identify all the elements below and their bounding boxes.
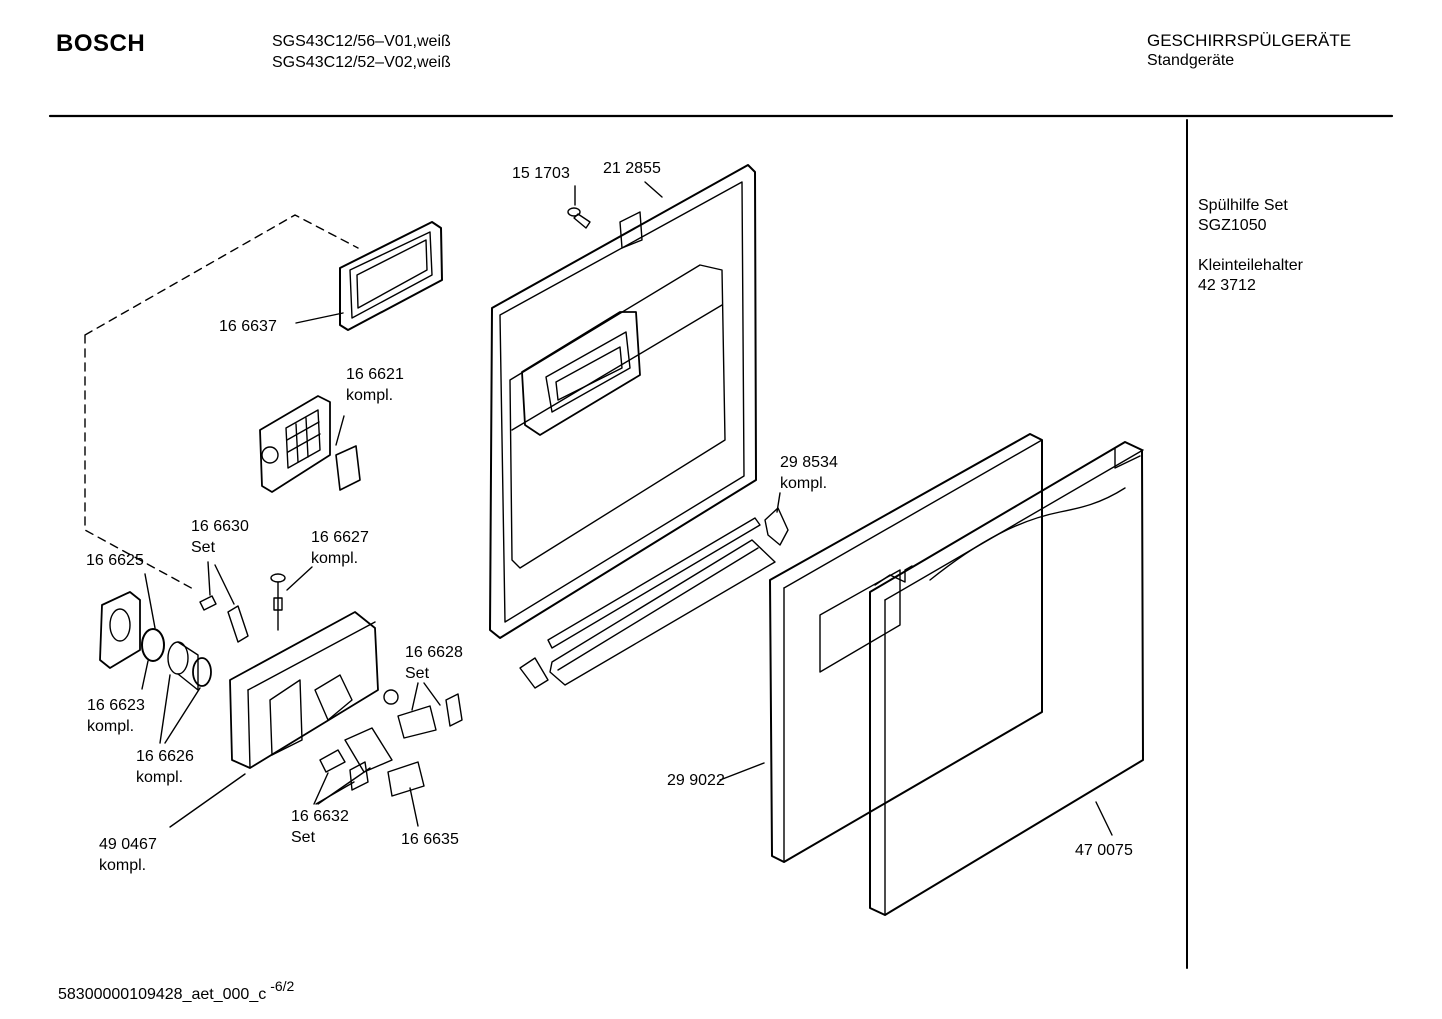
accessory-1-name: Spülhilfe Set — [1198, 197, 1288, 214]
callout-166623-qualifier: kompl. — [87, 718, 135, 735]
part-spring-166630 — [199, 595, 217, 611]
part-decor-panel-470075 — [869, 441, 1144, 916]
page-number: -6/2 — [270, 978, 295, 994]
callout-166637: 16 6637 — [219, 318, 277, 335]
callout-166623: 16 6623 — [87, 697, 145, 714]
part-lever-166630 — [227, 605, 249, 643]
callout-166632-qualifier: Set — [291, 829, 316, 846]
part-door-panel-299022 — [769, 433, 1043, 863]
category-title: GESCHIRRSPÜLGERÄTE — [1147, 31, 1352, 50]
subcategory-title: Standgeräte — [1147, 52, 1235, 69]
callout-166635: 16 6635 — [401, 831, 459, 848]
callout-166630-qualifier: Set — [191, 539, 216, 556]
callout-299022: 29 9022 — [667, 772, 725, 789]
accessory-2-name: Kleinteilehalter — [1198, 257, 1303, 274]
callout-166626: 16 6626 — [136, 748, 194, 765]
part-switch-166635 — [387, 761, 425, 797]
callout-298534: 29 8534 — [780, 454, 838, 471]
part-seal-166623 — [141, 628, 165, 662]
document-id: 58300000109428_aet_000_c-6/2 — [58, 978, 294, 1004]
callout-470075: 47 0075 — [1075, 842, 1133, 859]
part-spring-166628 — [445, 693, 463, 727]
callout-166628-qualifier: Set — [405, 665, 430, 682]
part-actuator-166628 — [397, 705, 437, 739]
callout-166632: 16 6632 — [291, 808, 349, 825]
callout-212855: 21 2855 — [603, 160, 661, 177]
part-cap-166625 — [99, 591, 141, 669]
part-clip-166632 — [319, 749, 346, 773]
callout-166626-qualifier: kompl. — [136, 769, 184, 786]
part-ball-166628 — [383, 689, 399, 705]
part-trim-strip — [519, 517, 776, 689]
document-id-text: 58300000109428_aet_000_c — [58, 986, 267, 1003]
part-dispenser-490467 — [229, 611, 379, 769]
callout-151703: 15 1703 — [512, 165, 570, 182]
callout-166621: 16 6621 — [346, 366, 404, 383]
part-screw-151703 — [567, 207, 591, 229]
callout-298534-qualifier: kompl. — [780, 475, 828, 492]
assembly-guide-dashed — [84, 214, 359, 591]
model-line-2: SGS43C12/52–V02,weiß — [272, 54, 451, 71]
callout-166625: 16 6625 — [86, 552, 144, 569]
callout-166628: 16 6628 — [405, 644, 463, 661]
accessory-1-code: SGZ1050 — [1198, 217, 1267, 234]
brand-logo: BOSCH — [56, 30, 146, 57]
callout-166630: 16 6630 — [191, 518, 249, 535]
part-inner-door-212855 — [489, 164, 757, 639]
callout-490467-qualifier: kompl. — [99, 857, 147, 874]
callout-166621-qualifier: kompl. — [346, 387, 394, 404]
part-pin-166627 — [270, 573, 286, 631]
callout-166627: 16 6627 — [311, 529, 369, 546]
part-lever-166632 — [344, 727, 393, 773]
part-gasket-166637 — [339, 221, 443, 331]
callout-166627-qualifier: kompl. — [311, 550, 359, 567]
model-line-1: SGS43C12/56–V01,weiß — [272, 33, 451, 50]
callout-490467: 49 0467 — [99, 836, 157, 853]
part-lid-166621 — [259, 395, 361, 493]
part-nozzle-166626 — [167, 641, 212, 691]
accessory-2-code: 42 3712 — [1198, 277, 1256, 294]
part-hinge-298534 — [764, 507, 789, 546]
